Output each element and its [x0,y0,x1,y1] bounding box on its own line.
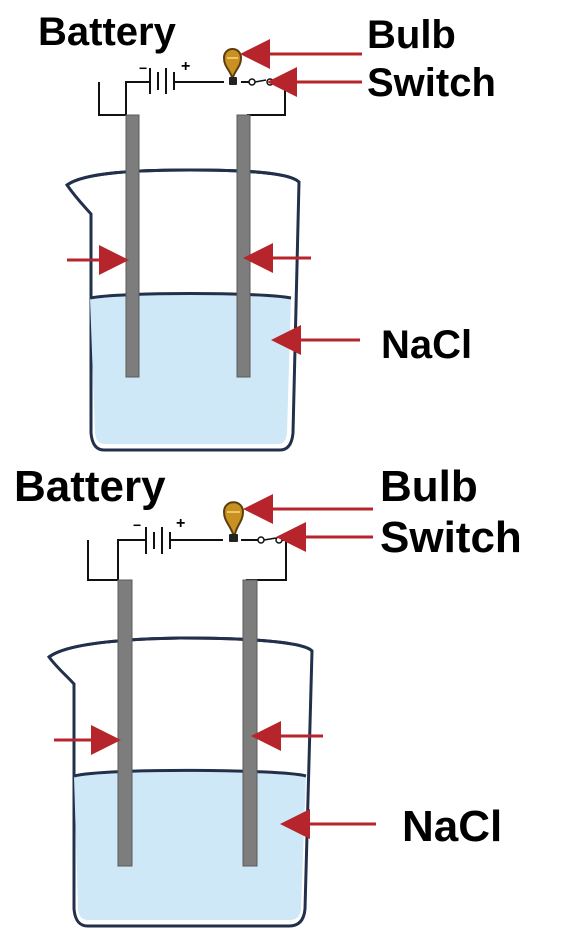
battery-icon: − + [133,515,185,554]
bulb-icon [222,501,245,542]
switch-label: Switch [367,61,496,105]
battery-minus-sign: − [139,60,147,76]
nacl-label: NaCl [381,323,472,367]
switch-icon [248,78,274,86]
battery-label: Battery [38,10,177,54]
bulb-label: Bulb [367,13,456,57]
battery-plus-sign: + [176,515,185,532]
bulb-icon [222,48,243,85]
circuit-wires [98,81,286,116]
electrode-icon-right [236,114,251,378]
bulb-label: Bulb [380,462,478,511]
beaker-icon [64,168,301,452]
electrode-icon-right [242,579,258,867]
battery-label: Battery [14,462,166,511]
battery-minus-sign: − [133,517,141,533]
beaker-icon [46,636,314,928]
nacl-label: NaCl [402,802,502,851]
circuit-wires [87,539,287,581]
switch-icon [257,536,283,544]
panel-1: Battery Bulb Switch NaCl − + [38,10,496,452]
electrode-icon-left [117,579,133,867]
panel-2: Battery Bulb Switch NaCl − + [14,462,522,928]
electrode-icon-left [125,114,140,378]
battery-plus-sign: + [181,58,190,75]
switch-label: Switch [380,513,522,562]
battery-icon: − + [139,58,190,94]
